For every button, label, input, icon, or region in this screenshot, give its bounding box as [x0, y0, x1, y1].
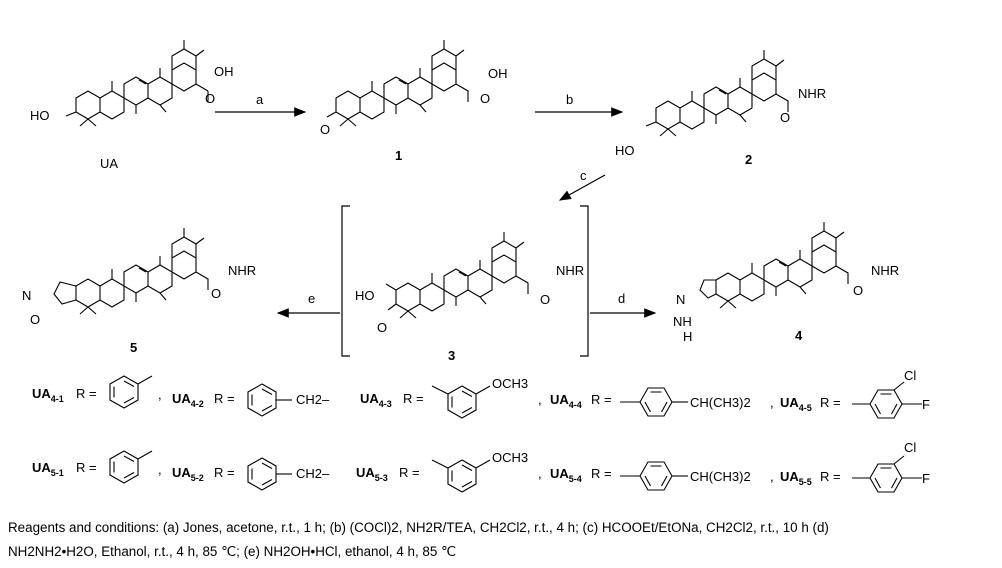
c4-label: 4	[795, 328, 803, 343]
arrow-c	[558, 174, 606, 201]
ua4-4-eq: R =	[591, 392, 612, 407]
compound-ua	[65, 39, 209, 127]
ua4-3-eq: R =	[403, 391, 424, 406]
c4-pyrazole-h: H	[683, 329, 692, 344]
ua5-2-tail: CH2–	[296, 466, 330, 481]
c4-pyrazole-n: N	[676, 292, 685, 307]
c1-carbonyl-o: O	[480, 91, 490, 106]
c2-amide: NHR	[798, 86, 826, 101]
arrow-b-label: b	[566, 92, 573, 107]
ua5-4-comma: ,	[538, 466, 542, 481]
c1-ketone-o: O	[320, 122, 330, 137]
ua5-4-eq: R =	[591, 466, 612, 481]
c4-carbonyl-o: O	[853, 283, 863, 298]
ua-acid: OH	[214, 64, 234, 79]
ua4-4-comma: ,	[538, 392, 542, 407]
c2-label: 2	[745, 152, 752, 167]
ua4-1-eq: R =	[76, 386, 97, 401]
ua5-5-code: UA5-5	[780, 469, 812, 487]
ua-label: UA	[100, 156, 118, 171]
conditions-line-1: Reagents and conditions: (a) Jones, acet…	[8, 520, 829, 535]
ua4-1-code: UA4-1	[32, 386, 64, 404]
conditions-line-2: NH2NH2•H2O, Ethanol, r.t., 4 h, 85 ℃; (e…	[8, 544, 457, 559]
c3-enol: HO	[355, 288, 375, 303]
ua5-5-eq: R =	[820, 469, 841, 484]
compound-1	[326, 39, 469, 127]
ua4-1-comma: ,	[158, 387, 162, 402]
ua5-row: UA5-1 R = , UA5-2 R = CH2– UA5-3 R = OCH…	[32, 440, 930, 493]
ua5-1-code: UA5-1	[32, 460, 64, 478]
c5-isoxazole-n: N	[22, 288, 31, 303]
ua4-2-eq: R =	[214, 391, 235, 406]
c3-amide: NHR	[556, 263, 584, 278]
compound-4	[699, 221, 849, 309]
c2-carbonyl-o: O	[780, 110, 790, 125]
arrow-c-label: c	[580, 168, 587, 183]
ua4-4-code: UA4-4	[550, 392, 582, 410]
ua4-3-code: UA4-3	[360, 391, 392, 409]
bracket-left	[341, 205, 350, 357]
c5-carbonyl-o: O	[211, 286, 221, 301]
ua4-5-eq: R =	[820, 395, 841, 410]
ua4-2-tail: CH2–	[296, 392, 330, 407]
compound-3	[385, 231, 529, 319]
ua5-5-f: F	[922, 471, 930, 486]
ua5-1-comma: ,	[158, 462, 162, 477]
ua5-3-eq: R =	[399, 465, 420, 480]
c3-carbonyl-o: O	[540, 292, 550, 307]
ua4-5-code: UA4-5	[780, 395, 812, 413]
c3-label: 3	[448, 348, 455, 363]
ua4-5-comma: ,	[770, 395, 774, 410]
compound-2	[645, 49, 789, 137]
arrow-a-label: a	[256, 92, 264, 107]
ua5-5-cl: Cl	[904, 440, 916, 455]
ua5-3-group: OCH3	[492, 450, 528, 465]
c3-ketone-o: O	[377, 320, 387, 335]
ua4-5-cl: Cl	[904, 368, 916, 383]
ua4-3-group: OCH3	[492, 376, 528, 391]
ua4-4-group: CH(CH3)2	[690, 395, 751, 410]
reagents-conditions: Reagents and conditions: (a) Jones, acet…	[8, 516, 998, 564]
bracket-right	[580, 205, 589, 357]
ua5-2-eq: R =	[214, 465, 235, 480]
c1-acid: OH	[488, 66, 508, 81]
ua5-1-eq: R =	[76, 460, 97, 475]
c5-label: 5	[130, 340, 137, 355]
ua-hydroxyl: HO	[30, 108, 50, 123]
ua4-row: UA4-1 R = , UA4-2 R = CH2– UA4-3 R = OCH…	[32, 368, 930, 419]
c5-isoxazole-o: O	[30, 312, 40, 327]
ua5-3-code: UA5-3	[356, 465, 388, 483]
c1-label: 1	[395, 148, 402, 163]
ua5-2-code: UA5-2	[172, 465, 204, 483]
c4-amide: NHR	[871, 263, 899, 278]
ua5-4-group: CH(CH3)2	[690, 469, 751, 484]
c2-hydroxyl: HO	[615, 143, 635, 158]
c4-pyrazole-nh: NH	[673, 314, 692, 329]
arrow-e-label: e	[308, 291, 315, 306]
c5-amide: NHR	[228, 263, 256, 278]
ua-carbonyl-o: O	[205, 91, 215, 106]
ua5-5-comma: ,	[770, 469, 774, 484]
ua4-2-code: UA4-2	[172, 391, 204, 409]
ua4-5-f: F	[922, 397, 930, 412]
arrow-d-label: d	[618, 291, 625, 306]
compound-5	[53, 227, 209, 315]
ua5-4-code: UA5-4	[550, 466, 582, 484]
